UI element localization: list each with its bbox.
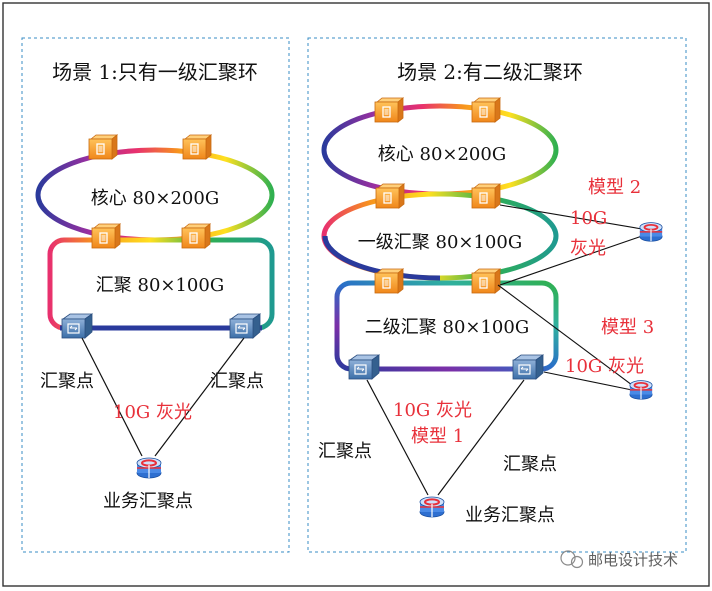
scenario2-l1-ring-label: 一级汇聚 80×100G <box>358 232 522 253</box>
switch-icon <box>348 354 380 380</box>
watermark: 邮电设计技术 <box>560 550 678 569</box>
scenario2-agg-point-right: 汇聚点 <box>503 454 557 475</box>
scenario1-agg-point-right: 汇聚点 <box>210 371 264 392</box>
scenario2-core-ring-label: 核心 80×200G <box>378 144 506 165</box>
model2-link-label-top: 10G <box>570 208 607 229</box>
router-icon <box>471 183 501 209</box>
scenario2-l2-ring-label: 二级汇聚 80×100G <box>365 317 529 338</box>
switch-icon <box>61 313 93 339</box>
service-node-icon <box>136 457 162 479</box>
switch-icon <box>512 354 544 380</box>
scenario2-box <box>307 37 687 553</box>
model1-label: 模型 1 <box>411 426 464 447</box>
model2-label: 模型 2 <box>588 177 641 198</box>
model2-link-label-bottom: 灰光 <box>570 238 606 259</box>
switch-icon <box>229 313 261 339</box>
model1-link-label: 10G 灰光 <box>393 400 472 421</box>
watermark-text: 邮电设计技术 <box>588 551 678 569</box>
model3-link-upper <box>497 284 633 386</box>
model3-link-label: 10G 灰光 <box>565 356 644 377</box>
service-node-icon <box>419 496 445 518</box>
router-icon <box>375 183 405 209</box>
scenario1-link-right <box>154 337 245 457</box>
scenario1-agg-ring-label: 汇聚 80×100G <box>96 275 224 296</box>
router-icon <box>374 97 404 123</box>
service-node-icon <box>638 221 664 243</box>
scenario1-agg-point-left: 汇聚点 <box>40 371 94 392</box>
scenario1-box <box>21 37 290 553</box>
model2-link-upper <box>499 204 643 230</box>
wechat-icon <box>560 550 576 566</box>
router-icon <box>374 268 404 294</box>
router-icon <box>88 134 118 160</box>
router-icon <box>181 223 211 249</box>
service-node-icon <box>628 379 654 401</box>
scenario2-title: 场景 2:有二级汇聚环 <box>397 60 583 84</box>
scenario1-core-ring-label: 核心 80×200G <box>91 188 219 209</box>
model2-link-lower <box>499 235 643 286</box>
scenario2-agg-point-left: 汇聚点 <box>318 441 372 462</box>
model3-label: 模型 3 <box>601 317 654 338</box>
scenario1-link-left <box>81 337 143 457</box>
model1-link-right <box>437 379 525 496</box>
scenario1-service-point: 业务汇聚点 <box>103 491 193 512</box>
router-icon <box>91 223 121 249</box>
router-icon <box>182 134 212 160</box>
model1-link-left <box>366 379 429 496</box>
scenario1-link-label: 10G 灰光 <box>113 402 192 423</box>
scenario1-title: 场景 1:只有一级汇聚环 <box>52 60 258 84</box>
router-icon <box>471 268 501 294</box>
router-icon <box>471 97 501 123</box>
scenario2-service-point: 业务汇聚点 <box>465 505 555 526</box>
model3-link-lower <box>543 371 633 391</box>
